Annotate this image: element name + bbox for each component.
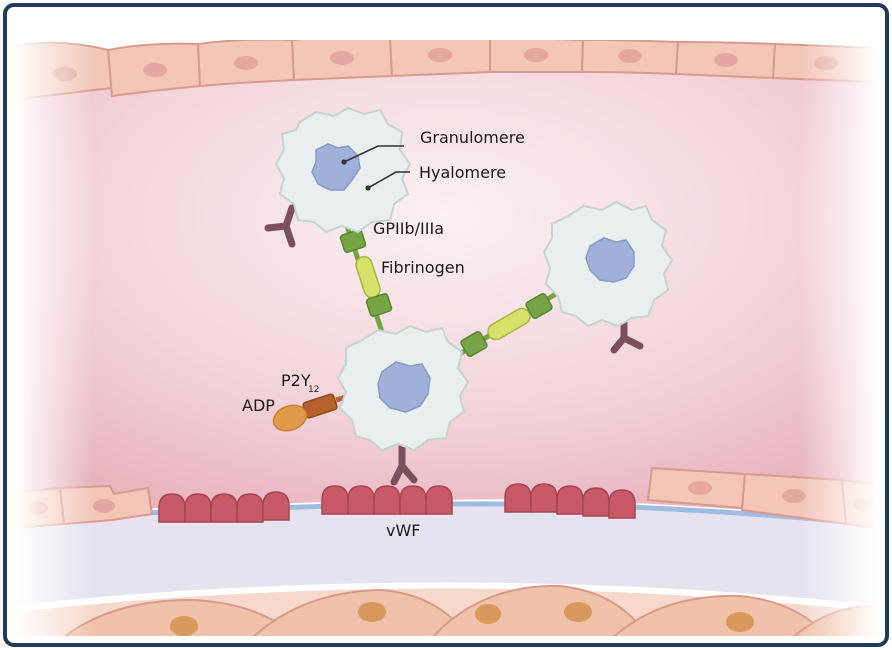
hyalomere-leader-line: [367, 171, 410, 189]
label-fibrinogen: Fibrinogen: [381, 258, 465, 277]
gpib-receptor-right: [610, 318, 644, 354]
gp2b3a-receptor-diag-right: [525, 293, 553, 319]
platelet-right: [542, 200, 674, 328]
platelet-central: [336, 324, 470, 452]
granulomere-leader-dot: [341, 159, 347, 165]
smooth-muscle-nuclei: [170, 602, 754, 636]
label-hyalomere: Hyalomere: [419, 163, 506, 182]
fibrinogen-diagonal: [487, 307, 531, 341]
bridge-diagonal: [453, 287, 564, 360]
gp2b3a-receptor-diag-left: [460, 331, 488, 357]
right-edge-fade: [800, 14, 878, 636]
granulomere-top: [311, 143, 361, 191]
vwf-bumps: [158, 483, 636, 523]
top-margin: [14, 14, 878, 40]
label-adp: ADP: [242, 396, 275, 415]
granulomere-leader-line: [343, 145, 404, 163]
hyalomere-leader-dot: [365, 185, 371, 191]
granulomere-central: [377, 361, 431, 413]
granulomere-right: [585, 237, 635, 283]
bridge-vertical: [339, 225, 393, 333]
adp-molecule: [272, 404, 308, 432]
label-p2y-subscript: 12: [308, 385, 319, 395]
left-edge-fade: [14, 14, 94, 636]
gp2b3a-receptor-middle: [365, 293, 393, 317]
gp2b3a-receptor-top: [339, 229, 367, 253]
platelet-top: [274, 106, 412, 234]
vessel-lumen: [14, 51, 878, 521]
label-vwf: vWF: [386, 521, 421, 540]
label-p2y: P2Y: [281, 371, 311, 390]
label-gp2b3a: GPIIb/IIIa: [373, 219, 444, 238]
label-granulomere: Granulomere: [420, 128, 525, 147]
gpib-receptor-top: [264, 204, 296, 248]
gpib-receptor-central: [390, 440, 418, 486]
subendothelium: [14, 503, 878, 605]
